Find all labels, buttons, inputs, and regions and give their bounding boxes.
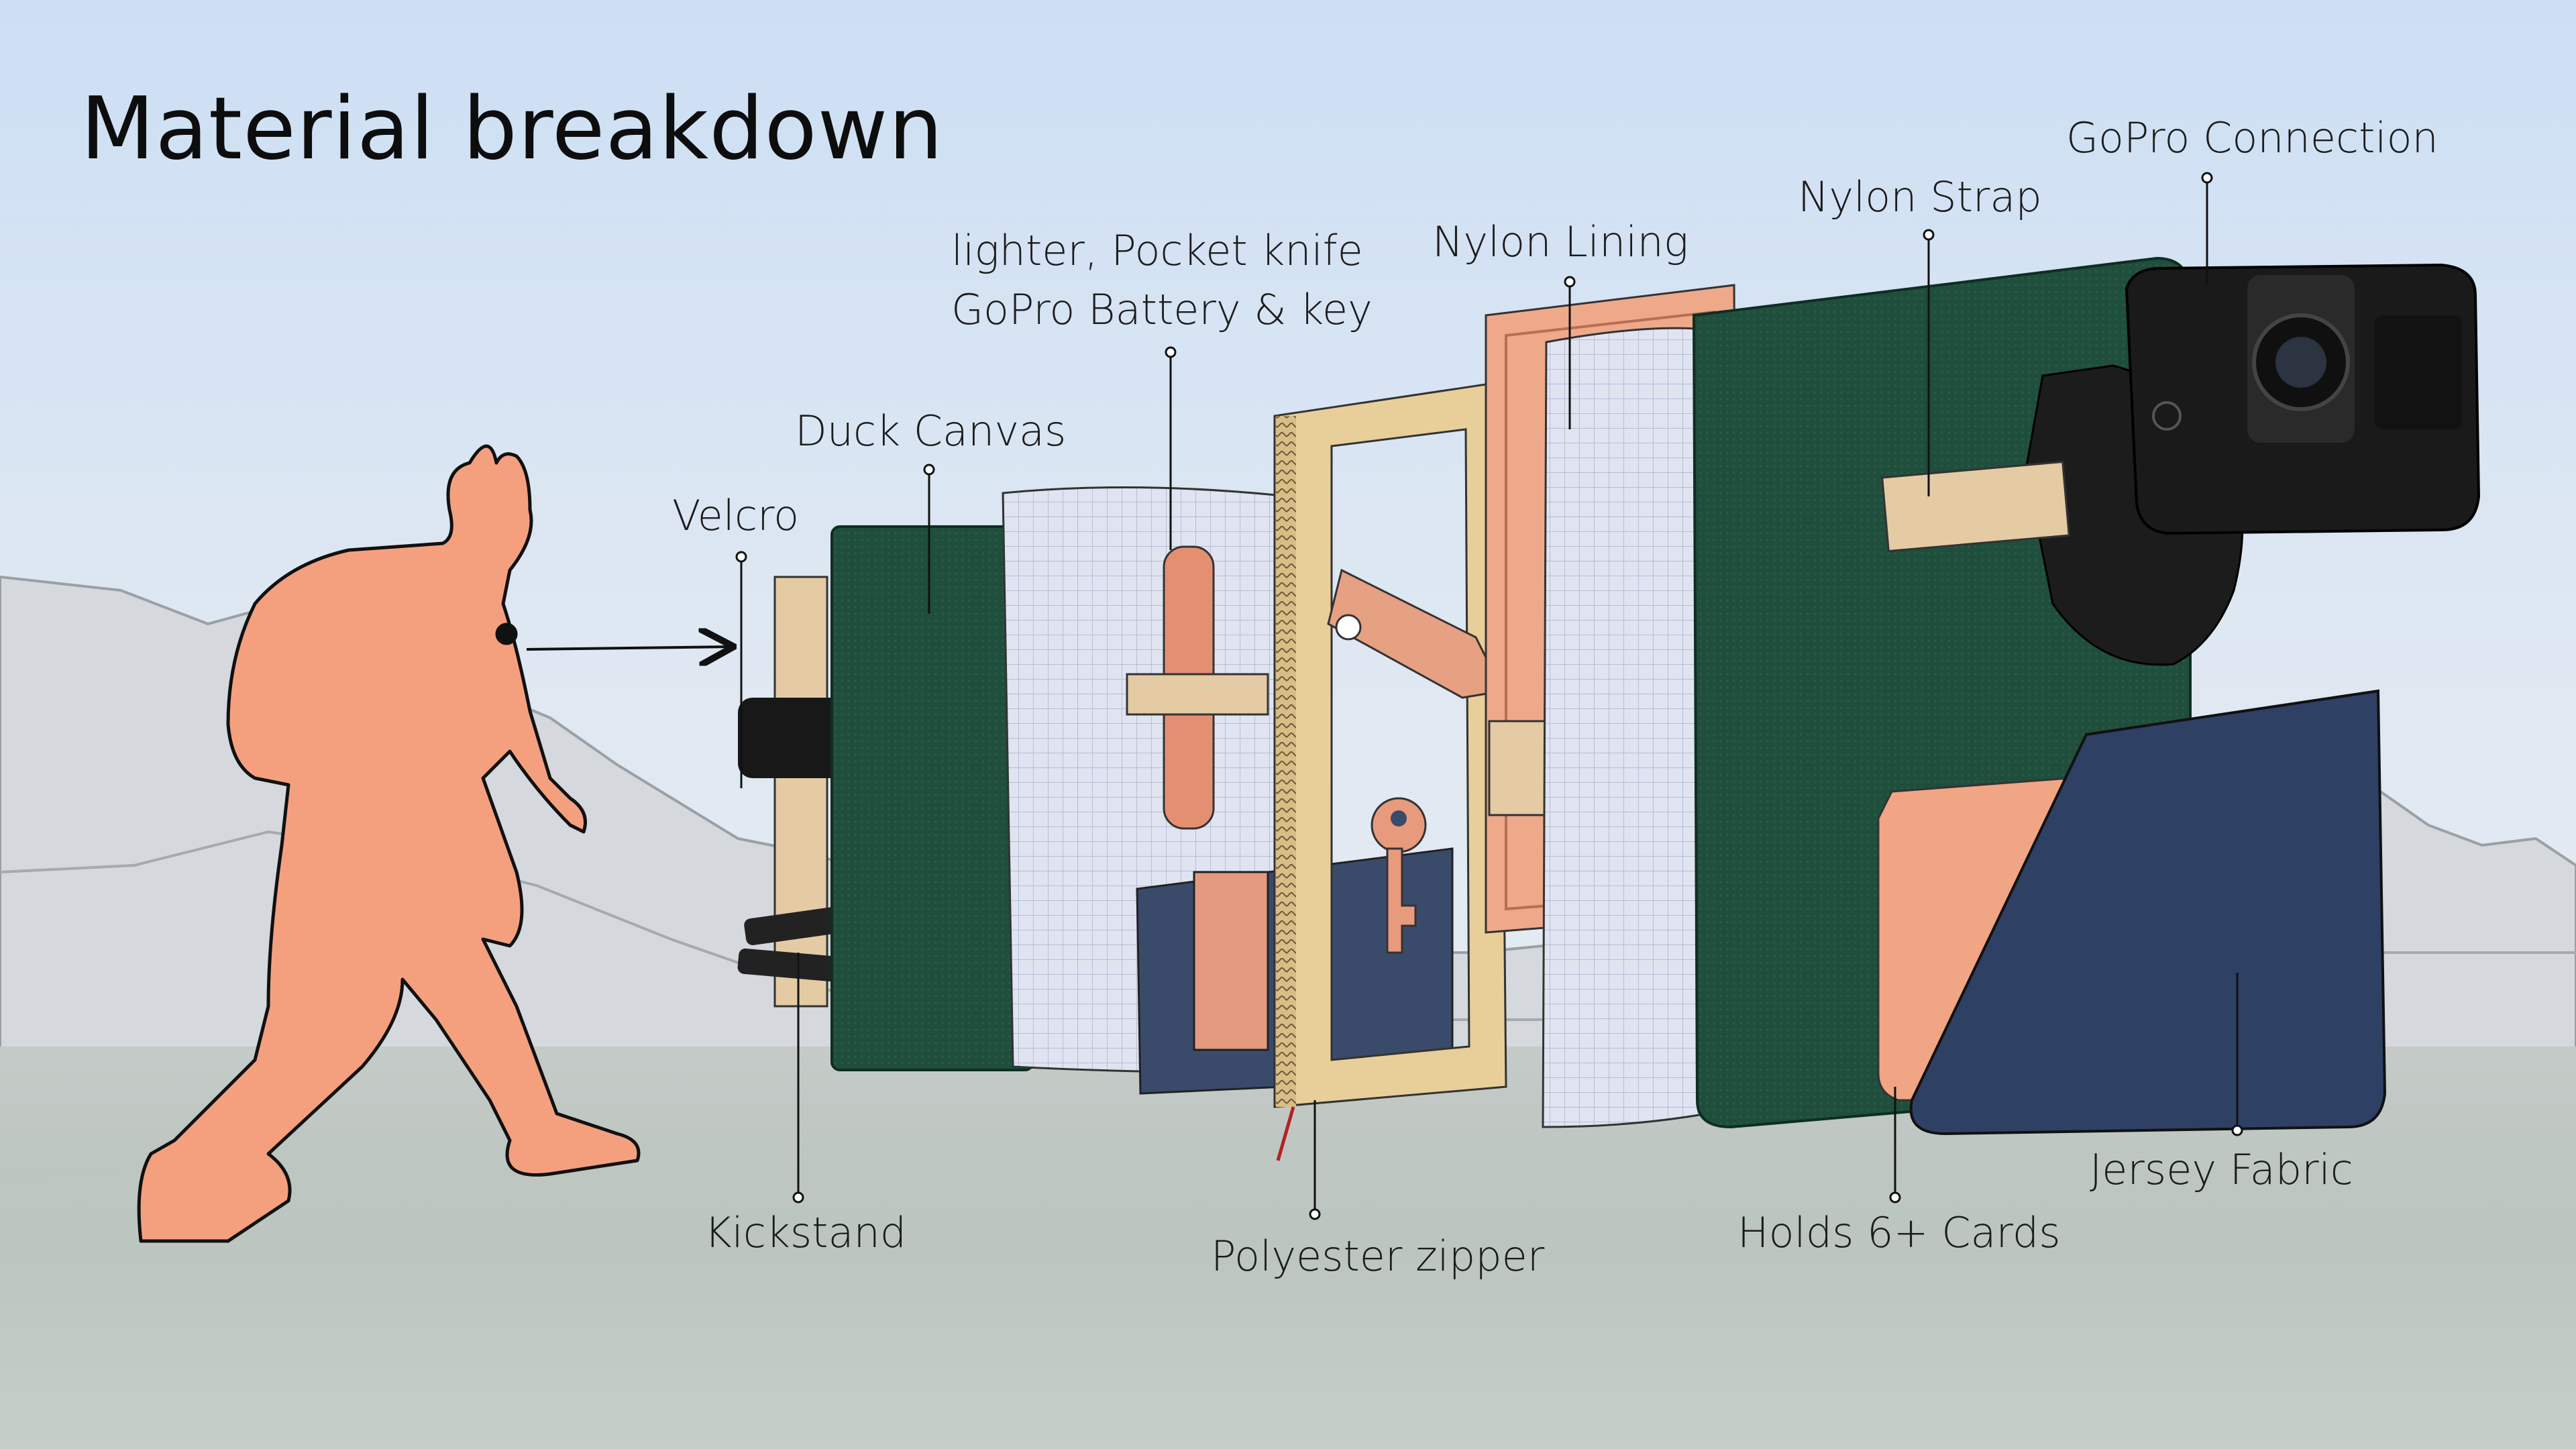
kickstand-label: Kickstand — [704, 1209, 906, 1256]
nylon-lining-panel — [1543, 328, 1707, 1127]
pocket-contents-line-1: lighter, Pocket knife — [951, 221, 1373, 280]
gopro-connection-label: GoPro Connection — [2066, 114, 2438, 162]
duck-canvas-label: Duck Canvas — [795, 407, 1066, 455]
pocket-contents-line-2: GoPro Battery & key — [951, 280, 1373, 339]
gopro-camera-icon — [2127, 265, 2479, 533]
pocket-contents-label: lighter, Pocket knife GoPro Battery & ke… — [951, 221, 1373, 339]
page-title: Material breakdown — [80, 79, 943, 179]
battery-icon — [1194, 872, 1268, 1050]
nylon-strap-label: Nylon Strap — [1798, 173, 2042, 221]
duck-canvas-panel — [832, 527, 1033, 1070]
nylon-lining-label: Nylon Lining — [1432, 218, 1688, 266]
velcro-label: Velcro — [672, 492, 799, 539]
nylon-strap — [1882, 462, 2070, 551]
holds-cards-label: Holds 6+ Cards — [1737, 1209, 2061, 1256]
jersey-fabric-label: Jersey Fabric — [2090, 1146, 2353, 1193]
polyester-zipper-label: Polyester zipper — [1211, 1232, 1544, 1280]
